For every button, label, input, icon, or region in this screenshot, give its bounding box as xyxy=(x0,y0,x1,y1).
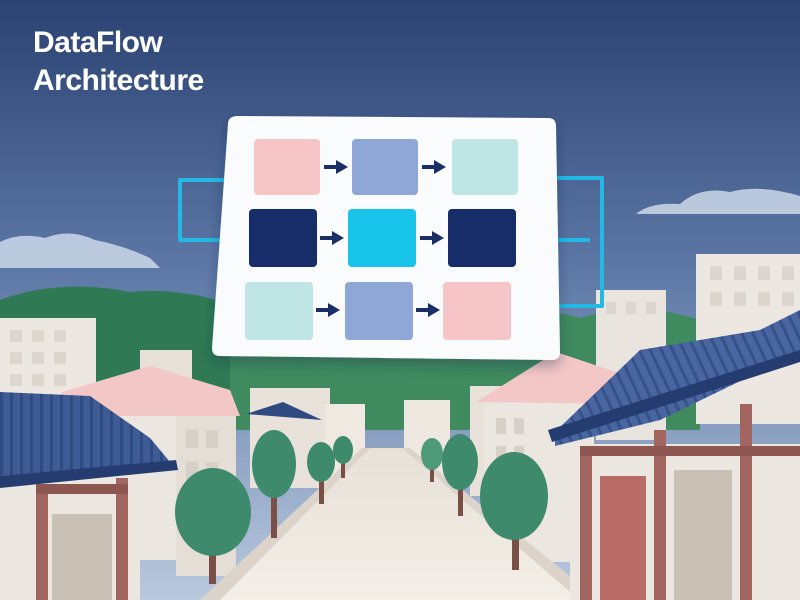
arrow-r3-b xyxy=(416,303,440,317)
arrow-r2-b xyxy=(420,231,444,245)
block-r3-c1 xyxy=(245,282,313,340)
trees xyxy=(175,430,548,584)
right-hanok xyxy=(548,310,800,600)
page-title: DataFlow Architecture xyxy=(33,24,204,100)
block-r2-c3 xyxy=(448,209,516,267)
block-r2-c2 xyxy=(348,209,416,267)
title-line-1: DataFlow xyxy=(33,26,163,59)
dataflow-diagram xyxy=(178,116,604,360)
title-line-2: Architecture xyxy=(33,64,204,97)
road xyxy=(220,448,580,600)
flow-arrows xyxy=(316,160,446,317)
block-r1-c3 xyxy=(452,139,518,195)
left-hanok xyxy=(0,392,178,600)
left-input-connector xyxy=(178,178,250,242)
block-r2-c1 xyxy=(249,209,317,267)
arrow-r1-b xyxy=(422,160,446,174)
block-r3-c2 xyxy=(345,282,413,340)
clouds xyxy=(0,188,800,268)
block-r1-c2 xyxy=(352,139,418,195)
block-r1-c1 xyxy=(254,139,320,195)
arrow-r3-a xyxy=(316,303,340,317)
block-r3-c3 xyxy=(443,282,511,340)
right-output-connector xyxy=(536,176,604,308)
arrow-r2-a xyxy=(320,231,344,245)
arrow-r1-a xyxy=(324,160,348,174)
